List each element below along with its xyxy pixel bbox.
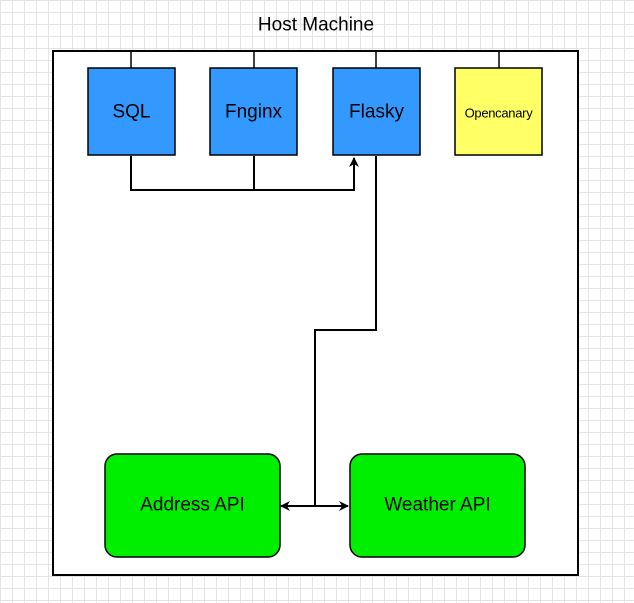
sql-label: SQL xyxy=(112,102,150,123)
edges xyxy=(130,156,377,511)
sql-box xyxy=(87,67,176,156)
opencanary-box xyxy=(454,67,543,156)
node-flasky: Flasky xyxy=(332,67,421,156)
node-weather-api: Weather API xyxy=(349,453,526,558)
host-machine-title: Host Machine xyxy=(258,15,374,36)
weather-api-box xyxy=(349,453,526,558)
edge-flasky-to-apis xyxy=(314,156,377,506)
address-api-label: Address API xyxy=(140,495,245,516)
node-opencanary: Opencanary xyxy=(454,67,543,156)
flasky-box xyxy=(332,67,421,156)
weather-api-label: Weather API xyxy=(384,495,490,516)
flasky-label: Flasky xyxy=(349,102,404,123)
node-sql: SQL xyxy=(87,67,176,156)
node-address-api: Address API xyxy=(104,453,281,558)
opencanary-label: Opencanary xyxy=(465,106,534,121)
fnginx-label: Fnginx xyxy=(225,102,283,123)
address-api-box xyxy=(104,453,281,558)
node-fnginx: Fnginx xyxy=(209,67,298,156)
edge-sql-to-flasky xyxy=(130,156,359,191)
fnginx-box xyxy=(209,67,298,156)
